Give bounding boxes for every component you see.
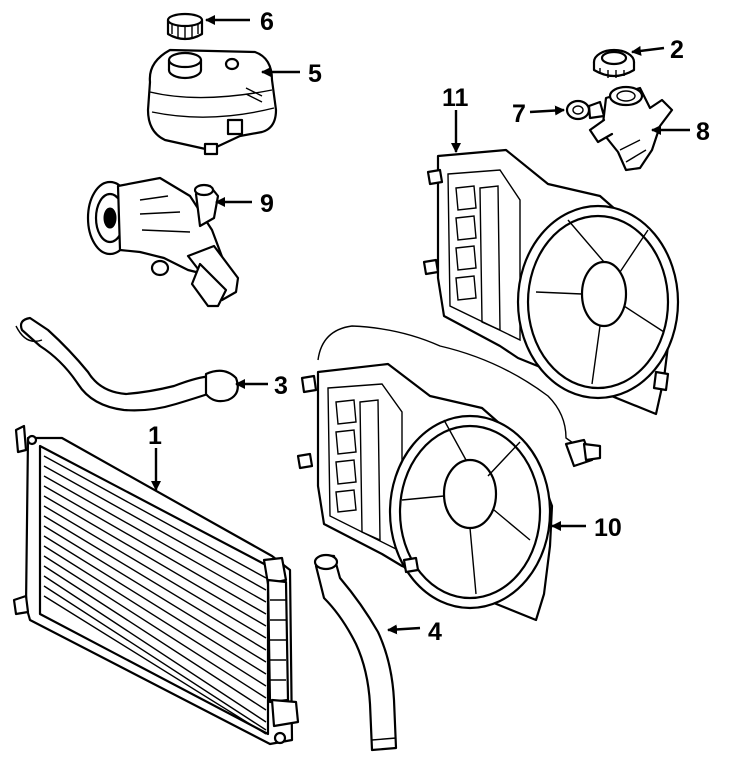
leader-arrow-7 (529, 105, 565, 116)
callout-10: 10 (594, 514, 622, 542)
callout-11: 11 (442, 84, 469, 112)
callout-9: 9 (260, 190, 274, 218)
callout-1: 1 (148, 422, 162, 450)
upper-hose-drawing (15, 316, 239, 412)
leader-arrows (151, 15, 690, 635)
thermostat-cap-drawing (592, 48, 636, 78)
callout-7: 7 (512, 100, 526, 128)
thermostat-drawing (565, 99, 606, 121)
lower-hose-drawing (313, 553, 398, 752)
callout-3: 3 (274, 372, 288, 400)
callout-4: 4 (428, 618, 442, 646)
callout-2: 2 (670, 36, 684, 64)
leader-arrow-2 (631, 45, 665, 56)
thermostat-housing-drawing (588, 85, 674, 172)
upper-fan-shroud-drawing (422, 148, 680, 416)
coolant-reservoir-drawing (146, 48, 278, 156)
reservoir-cap-drawing (166, 12, 204, 41)
callout-5: 5 (308, 60, 322, 88)
water-pump-drawing (86, 176, 240, 308)
callout-labels: 6 5 2 7 8 9 11 3 1 10 4 (148, 8, 710, 646)
lower-fan-shroud-drawing (296, 325, 602, 622)
leader-arrow-4 (387, 624, 421, 635)
callout-6: 6 (260, 8, 274, 36)
callout-8: 8 (696, 118, 710, 146)
radiator-drawing (12, 424, 300, 746)
